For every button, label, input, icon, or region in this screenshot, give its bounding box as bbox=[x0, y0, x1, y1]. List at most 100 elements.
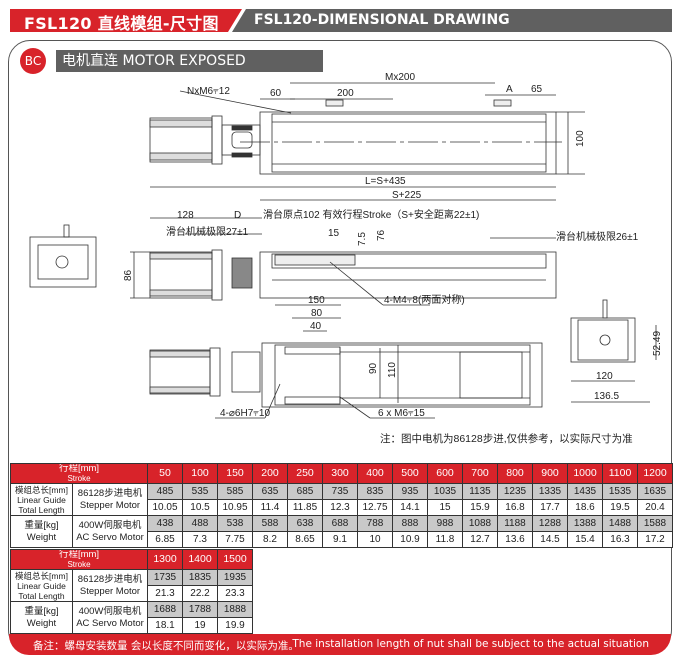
table-cell: 1035 bbox=[427, 483, 463, 500]
title-cn: FSL120 直线模组-尺寸图 bbox=[24, 14, 219, 33]
stroke-value: 1000 bbox=[567, 463, 603, 484]
stroke-label-en: Stroke bbox=[67, 560, 91, 569]
stroke-value: 400 bbox=[357, 463, 393, 484]
stroke-label-cn: 行程[mm] bbox=[58, 463, 100, 474]
origin-note: 滑台原点102 有效行程Stroke（S+安全距离22±1) bbox=[263, 208, 479, 221]
dim-128: 128 bbox=[177, 210, 194, 221]
table-cell: 10.5 bbox=[182, 499, 218, 516]
dim-110: 110 bbox=[387, 362, 398, 378]
label-line: Stepper Motor bbox=[79, 499, 141, 511]
dim-d: D bbox=[234, 210, 241, 221]
dim-150: 150 bbox=[308, 295, 325, 306]
stroke-value: 300 bbox=[322, 463, 358, 484]
table-cell: 21.3 bbox=[147, 585, 183, 602]
table-cell: 12.75 bbox=[357, 499, 393, 516]
dim-total-length: L=S+435 bbox=[365, 176, 406, 187]
drawing-note: 注：图中电机为86128步进,仅供参考，以实际尺寸为准 bbox=[380, 432, 633, 445]
table-cell: 10.05 bbox=[147, 499, 183, 516]
table-cell: 11.85 bbox=[287, 499, 323, 516]
dim-90: 90 bbox=[368, 362, 379, 374]
dim-200: 200 bbox=[337, 88, 354, 99]
label-line: Linear Guide bbox=[17, 494, 66, 505]
table-cell: 788 bbox=[357, 515, 393, 532]
table-cell: 8.2 bbox=[252, 531, 288, 548]
stroke-value: 900 bbox=[532, 463, 568, 484]
table-cell: 1188 bbox=[497, 515, 533, 532]
table-cell: 17.7 bbox=[532, 499, 568, 516]
table-cell: 735 bbox=[322, 483, 358, 500]
stroke-value: 100 bbox=[182, 463, 218, 484]
table-cell: 16.3 bbox=[602, 531, 638, 548]
table-cell: 1588 bbox=[637, 515, 673, 532]
stroke-value: 700 bbox=[462, 463, 498, 484]
side-view bbox=[130, 186, 557, 306]
top-view bbox=[149, 82, 585, 175]
table-cell: 1788 bbox=[182, 601, 218, 618]
dim-120: 120 bbox=[596, 371, 613, 382]
title-en: FSL120-DIMENSIONAL DRAWING bbox=[254, 12, 510, 28]
bottom-view bbox=[149, 304, 543, 419]
table-cell: 935 bbox=[392, 483, 428, 500]
table-cell: 485 bbox=[147, 483, 183, 500]
stroke-value: 1200 bbox=[637, 463, 673, 484]
label-line: Linear Guide bbox=[17, 580, 66, 591]
stroke-value: 1300 bbox=[147, 549, 183, 570]
table-cell: 19.9 bbox=[217, 617, 253, 634]
stroke-value: 1400 bbox=[182, 549, 218, 570]
table-cell: 7.3 bbox=[182, 531, 218, 548]
table-cell: 18.1 bbox=[147, 617, 183, 634]
weight-label: 重量[kg]Weight bbox=[10, 601, 73, 634]
stroke-value: 250 bbox=[287, 463, 323, 484]
label-line: Weight bbox=[26, 531, 57, 543]
table-cell: 438 bbox=[147, 515, 183, 532]
left-end-view bbox=[29, 224, 97, 288]
dim-pitch: Mx200 bbox=[385, 72, 415, 83]
table-cell: 17.2 bbox=[637, 531, 673, 548]
label-line: AC Servo Motor bbox=[76, 617, 144, 629]
stroke-value: 600 bbox=[427, 463, 463, 484]
table-cell: 488 bbox=[182, 515, 218, 532]
dim-hole-spec: NxM6⫧12 bbox=[187, 86, 230, 97]
section-badge: BC bbox=[20, 48, 46, 74]
stroke-value: 1500 bbox=[217, 549, 253, 570]
label-line: AC Servo Motor bbox=[76, 531, 144, 543]
stroke-value: 800 bbox=[497, 463, 533, 484]
label-line: 86128步进电机 bbox=[77, 487, 143, 499]
table-cell: 1688 bbox=[147, 601, 183, 618]
dim-40: 40 bbox=[310, 321, 322, 332]
stroke-value: 200 bbox=[252, 463, 288, 484]
stroke-value: 1100 bbox=[602, 463, 638, 484]
stroke-value: 50 bbox=[147, 463, 183, 484]
table-cell: 14.5 bbox=[532, 531, 568, 548]
table-cell: 1288 bbox=[532, 515, 568, 532]
dim-100: 100 bbox=[575, 130, 586, 147]
table-cell: 535 bbox=[182, 483, 218, 500]
table-cell: 585 bbox=[217, 483, 253, 500]
table-cell: 20.4 bbox=[637, 499, 673, 516]
table-cell: 1388 bbox=[567, 515, 603, 532]
title-banner-cn: FSL120 直线模组-尺寸图 bbox=[10, 9, 242, 32]
table-cell: 1088 bbox=[462, 515, 498, 532]
dimensional-drawing: NxM6⫧12 60 200 Mx200 A 65 100 L=S+435 S+… bbox=[29, 72, 663, 445]
stroke-value: 500 bbox=[392, 463, 428, 484]
right-end-view bbox=[570, 299, 657, 403]
section-label: 电机直连 MOTOR EXPOSED bbox=[56, 50, 323, 72]
table-cell: 988 bbox=[427, 515, 463, 532]
dim-136-5: 136.5 bbox=[594, 391, 619, 402]
table-cell: 15.4 bbox=[567, 531, 603, 548]
table-cell: 1335 bbox=[532, 483, 568, 500]
label-line: Total Length bbox=[18, 504, 65, 515]
table-cell: 12.3 bbox=[322, 499, 358, 516]
dim-80: 80 bbox=[311, 308, 323, 319]
label-line: 重量[kg] bbox=[24, 519, 59, 531]
table-cell: 22.2 bbox=[182, 585, 218, 602]
table-cell: 19 bbox=[182, 617, 218, 634]
